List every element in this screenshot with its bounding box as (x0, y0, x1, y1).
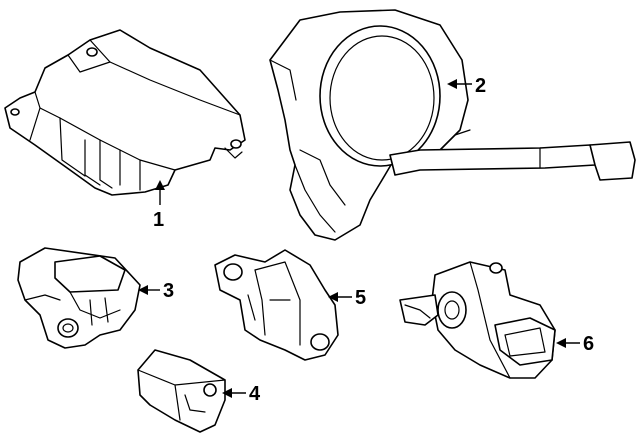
part-6-front-sensor[interactable] (399, 261, 556, 379)
callout-2: 2 (475, 75, 486, 97)
callout-labels: 1 2 3 4 5 6 (153, 75, 594, 405)
arrowhead-4 (222, 388, 232, 398)
callout-5: 5 (355, 287, 366, 309)
callout-3: 3 (163, 280, 174, 302)
arrowhead-1 (155, 180, 165, 190)
part-3-impact-sensor[interactable] (17, 247, 141, 349)
callout-6: 6 (583, 333, 594, 355)
part-4-sensor-bracket[interactable] (137, 349, 226, 433)
arrowhead-3 (138, 285, 148, 295)
callout-4: 4 (249, 383, 261, 405)
part-1-control-module[interactable] (4, 29, 246, 196)
callout-1: 1 (153, 209, 164, 231)
leader-lines (138, 79, 580, 398)
part-2-clock-spring[interactable] (269, 9, 636, 241)
part-5-impact-sensor[interactable] (214, 249, 339, 361)
arrowhead-5 (328, 292, 338, 302)
arrowhead-2 (447, 79, 457, 89)
arrowhead-6 (556, 338, 566, 348)
